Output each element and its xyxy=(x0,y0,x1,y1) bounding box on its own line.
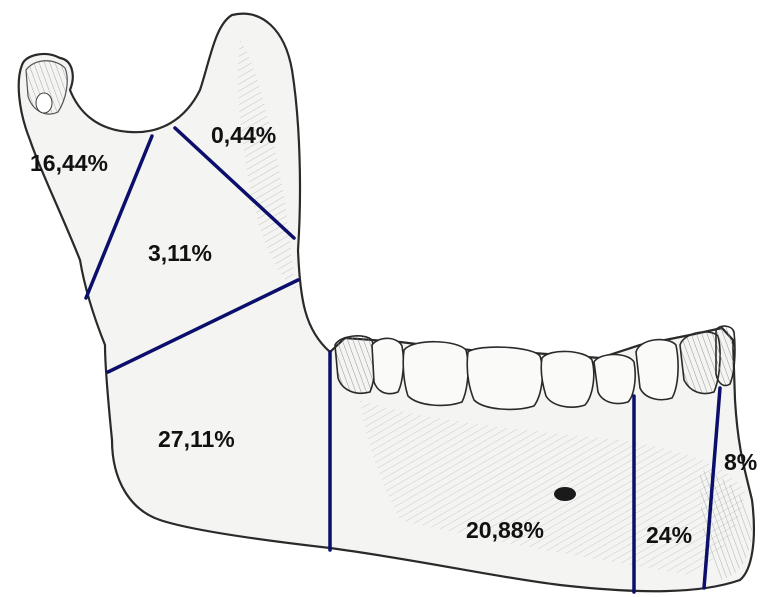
incisor-central xyxy=(680,332,720,394)
molar-second xyxy=(372,338,403,393)
label-parasymphysis: 24% xyxy=(646,522,692,548)
label-symphysis: 8% xyxy=(724,449,757,475)
molar-first xyxy=(403,342,468,406)
molar-third xyxy=(335,336,375,393)
label-coronoid: 0,44% xyxy=(211,122,276,148)
condyle-fossa xyxy=(36,93,52,113)
premolar-first xyxy=(541,351,594,407)
incisor-lateral xyxy=(636,340,678,400)
incisor-front xyxy=(716,326,735,385)
label-condyle: 16,44% xyxy=(30,150,108,176)
mental-foramen xyxy=(554,487,576,501)
canine xyxy=(594,355,635,404)
premolar-second xyxy=(467,347,542,409)
label-ramus: 3,11% xyxy=(148,240,212,266)
label-angle: 27,11% xyxy=(158,426,235,452)
label-body: 20,88% xyxy=(466,517,544,543)
